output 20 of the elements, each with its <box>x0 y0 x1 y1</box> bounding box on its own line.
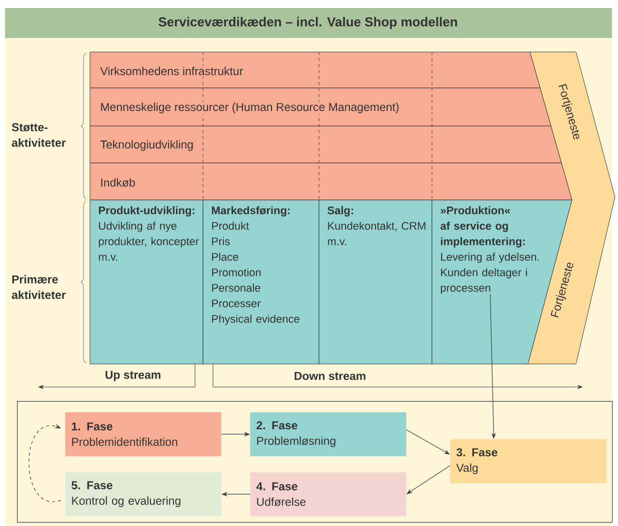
phase-box: 4. Fase Udførelse <box>250 472 406 516</box>
side-label: Up stream <box>106 370 160 382</box>
arrow <box>28 424 62 502</box>
column-text: Markedsføring: Produkt Pris Place Promotion Personale Processer Physical evidence <box>212 206 300 325</box>
row-label: Indkøb <box>99 177 136 188</box>
side-label: Støtte-aktiviteter <box>12 123 66 147</box>
column-text: Salg: Kundekontakt, CRM m.v. <box>328 206 426 246</box>
side-label: Down stream <box>294 372 366 380</box>
phase-box: 2. Fase Problemløsning <box>250 412 406 456</box>
row-label: Menneskelige ressourcer (Human Resource Management) <box>99 102 400 114</box>
column-text: »Produktion« af service og implementering: Levering af ydelsen. Kunden deltager i processen <box>440 206 539 294</box>
row-label: Virksomhedens infrastruktur <box>99 66 244 76</box>
phase-box: 5. Fase Kontrol og evaluering <box>65 472 222 516</box>
side-label: Primære aktiviteter <box>12 275 66 299</box>
phase-box: 1. Fase Problemidentifikation <box>65 412 222 456</box>
column-text: Produkt-udvikling: Udvikling af nye produkter, koncepter m.v. <box>98 206 199 261</box>
phase-box: 3. Fase Valg <box>450 439 606 484</box>
title-band: Serviceværdikæden – incl. Value Shop modellen <box>5 8 612 38</box>
frame-box <box>17 401 613 523</box>
row-label: Teknologiudvikling <box>99 139 195 152</box>
